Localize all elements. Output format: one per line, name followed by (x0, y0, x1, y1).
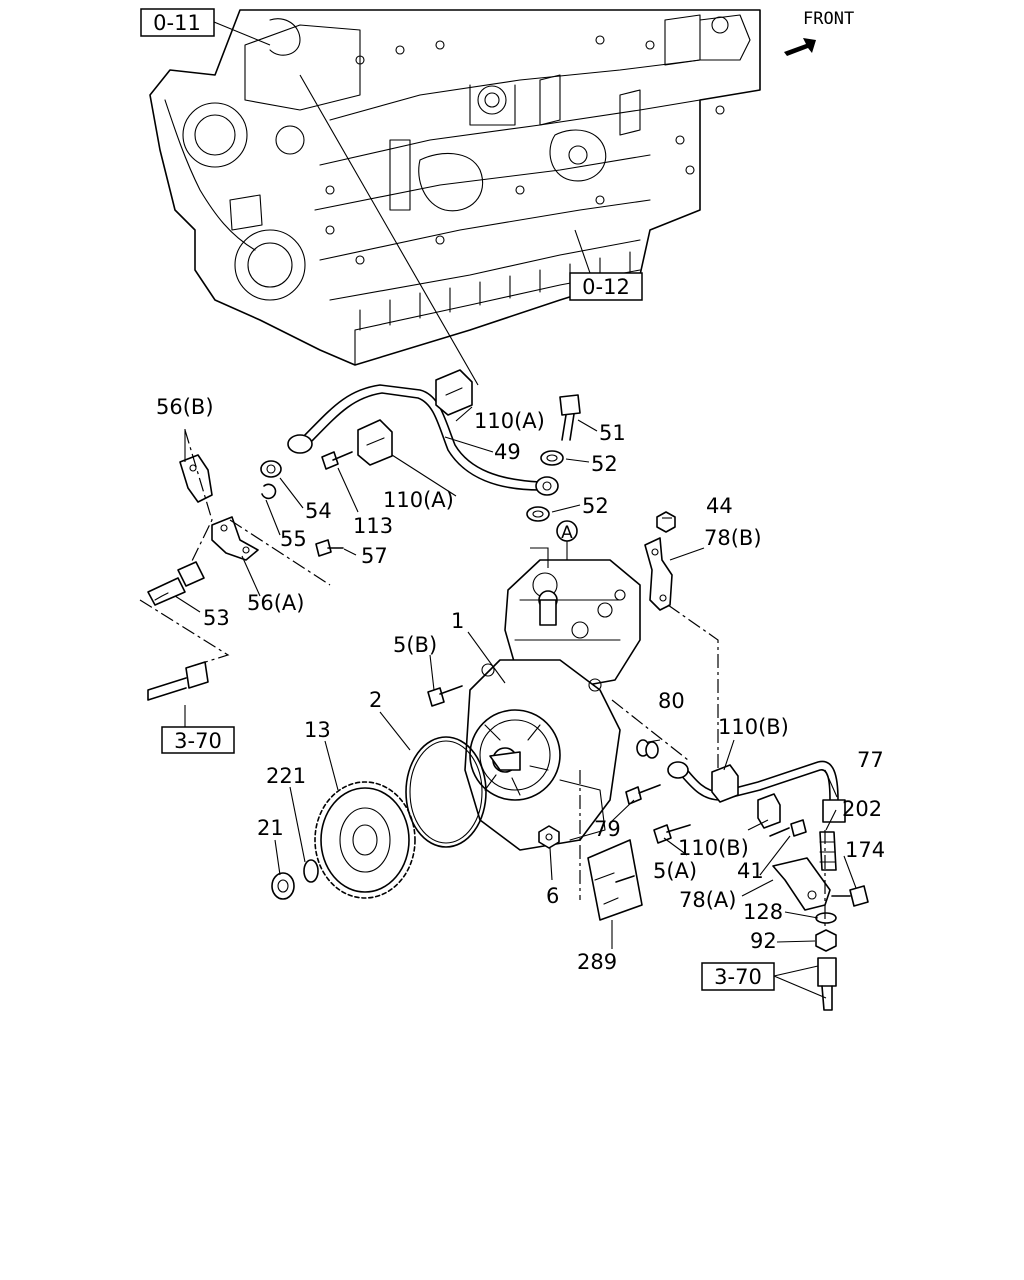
callout-221: 221 (266, 764, 306, 788)
bracket-289 (587, 839, 643, 921)
bolt-79 (625, 784, 661, 805)
callout-21: 21 (257, 816, 284, 840)
ref-label: 3-70 (174, 729, 222, 753)
callout-44: 44 (706, 494, 733, 518)
callout-52-upper: 52 (591, 452, 618, 476)
callout-5b: 5(B) (393, 633, 437, 657)
callout-5a: 5(A) (653, 859, 697, 883)
ref-box-0-11: 0-11 (140, 8, 215, 37)
front-label: FRONT (803, 9, 854, 29)
sensor-lower-fitting (147, 661, 209, 701)
bolt-5b (427, 685, 463, 707)
bolt-57 (315, 539, 344, 557)
callout-289: 289 (577, 950, 617, 974)
callout-57: 57 (361, 544, 388, 568)
clip-55 (261, 483, 277, 500)
bolt-113 (321, 451, 353, 470)
pipe-77 (667, 760, 846, 823)
clamp-110b-upper (711, 764, 739, 803)
washer-221 (303, 859, 319, 883)
callout-53: 53 (203, 606, 230, 630)
callout-41: 41 (737, 859, 764, 883)
callout-49: 49 (494, 440, 521, 464)
leader-lines (174, 406, 857, 949)
callout-51: 51 (599, 421, 626, 445)
callout-202: 202 (842, 797, 882, 821)
fitting-202 (819, 831, 837, 871)
front-direction-indicator: FRONT (784, 9, 854, 56)
clamp-110a-upper (435, 369, 473, 416)
nut-44 (656, 511, 676, 533)
sensor-53 (147, 561, 205, 606)
nut-92 (815, 929, 837, 952)
fitting-lower (817, 957, 837, 1011)
callout-77: 77 (857, 748, 884, 772)
bolt-174 (831, 885, 869, 907)
callout-52-lower: 52 (582, 494, 609, 518)
callout-56a: 56(A) (247, 591, 304, 615)
callout-110a-lower: 110(A) (383, 488, 454, 512)
washer-80 (636, 739, 659, 759)
ref-label: 0-12 (582, 275, 630, 299)
callout-80: 80 (658, 689, 685, 713)
front-arrow-icon (784, 38, 816, 56)
nut-6 (538, 825, 560, 849)
callout-1: 1 (451, 609, 464, 633)
ref-box-3-70-left: 3-70 (161, 726, 235, 754)
callout-128: 128 (743, 900, 783, 924)
callout-78b: 78(B) (704, 526, 762, 550)
ref-label: 3-70 (714, 965, 762, 989)
callout-110a-upper: 110(A) (474, 409, 545, 433)
callout-113: 113 (353, 514, 393, 538)
gear-13 (314, 781, 416, 899)
bracket-78b (644, 537, 673, 611)
callout-110b-upper: 110(B) (718, 715, 789, 739)
engine-block (149, 9, 761, 366)
callout-13: 13 (304, 718, 331, 742)
washer-128 (815, 912, 837, 924)
callout-78a: 78(A) (679, 888, 736, 912)
callout-92: 92 (750, 929, 777, 953)
washer-52-upper (540, 450, 564, 466)
callout-174: 174 (845, 838, 885, 862)
bolt-5a (653, 824, 691, 844)
marker-label: A (561, 523, 573, 543)
callout-110b-lower: 110(B) (678, 836, 749, 860)
callout-6: 6 (546, 884, 559, 908)
callout-56b: 56(B) (156, 395, 214, 419)
circle-marker-a: A (556, 520, 578, 543)
callout-79: 79 (594, 817, 621, 841)
bolt-51 (559, 394, 581, 441)
callout-2: 2 (369, 688, 382, 712)
bracket-56b (179, 454, 213, 503)
callout-54: 54 (305, 499, 332, 523)
ref-box-0-12: 0-12 (569, 272, 643, 301)
callout-55: 55 (280, 527, 307, 551)
nut-21 (271, 872, 295, 900)
clamp-110b-lower (757, 793, 781, 829)
nut-54 (260, 460, 282, 478)
callout-labels: 1 2 5(A) 5(B) 6 13 21 41 44 49 51 52 52 … (156, 395, 885, 974)
bolt-41 (769, 819, 807, 837)
pipe-49 (287, 384, 559, 496)
clamp-110a-lower (357, 419, 393, 466)
bracket-56a (211, 516, 259, 561)
o-ring-2 (405, 736, 487, 848)
supply-pump (464, 559, 641, 851)
washer-52-lower (526, 506, 550, 522)
ref-box-3-70-right: 3-70 (701, 962, 775, 991)
ref-label: 0-11 (153, 11, 201, 35)
